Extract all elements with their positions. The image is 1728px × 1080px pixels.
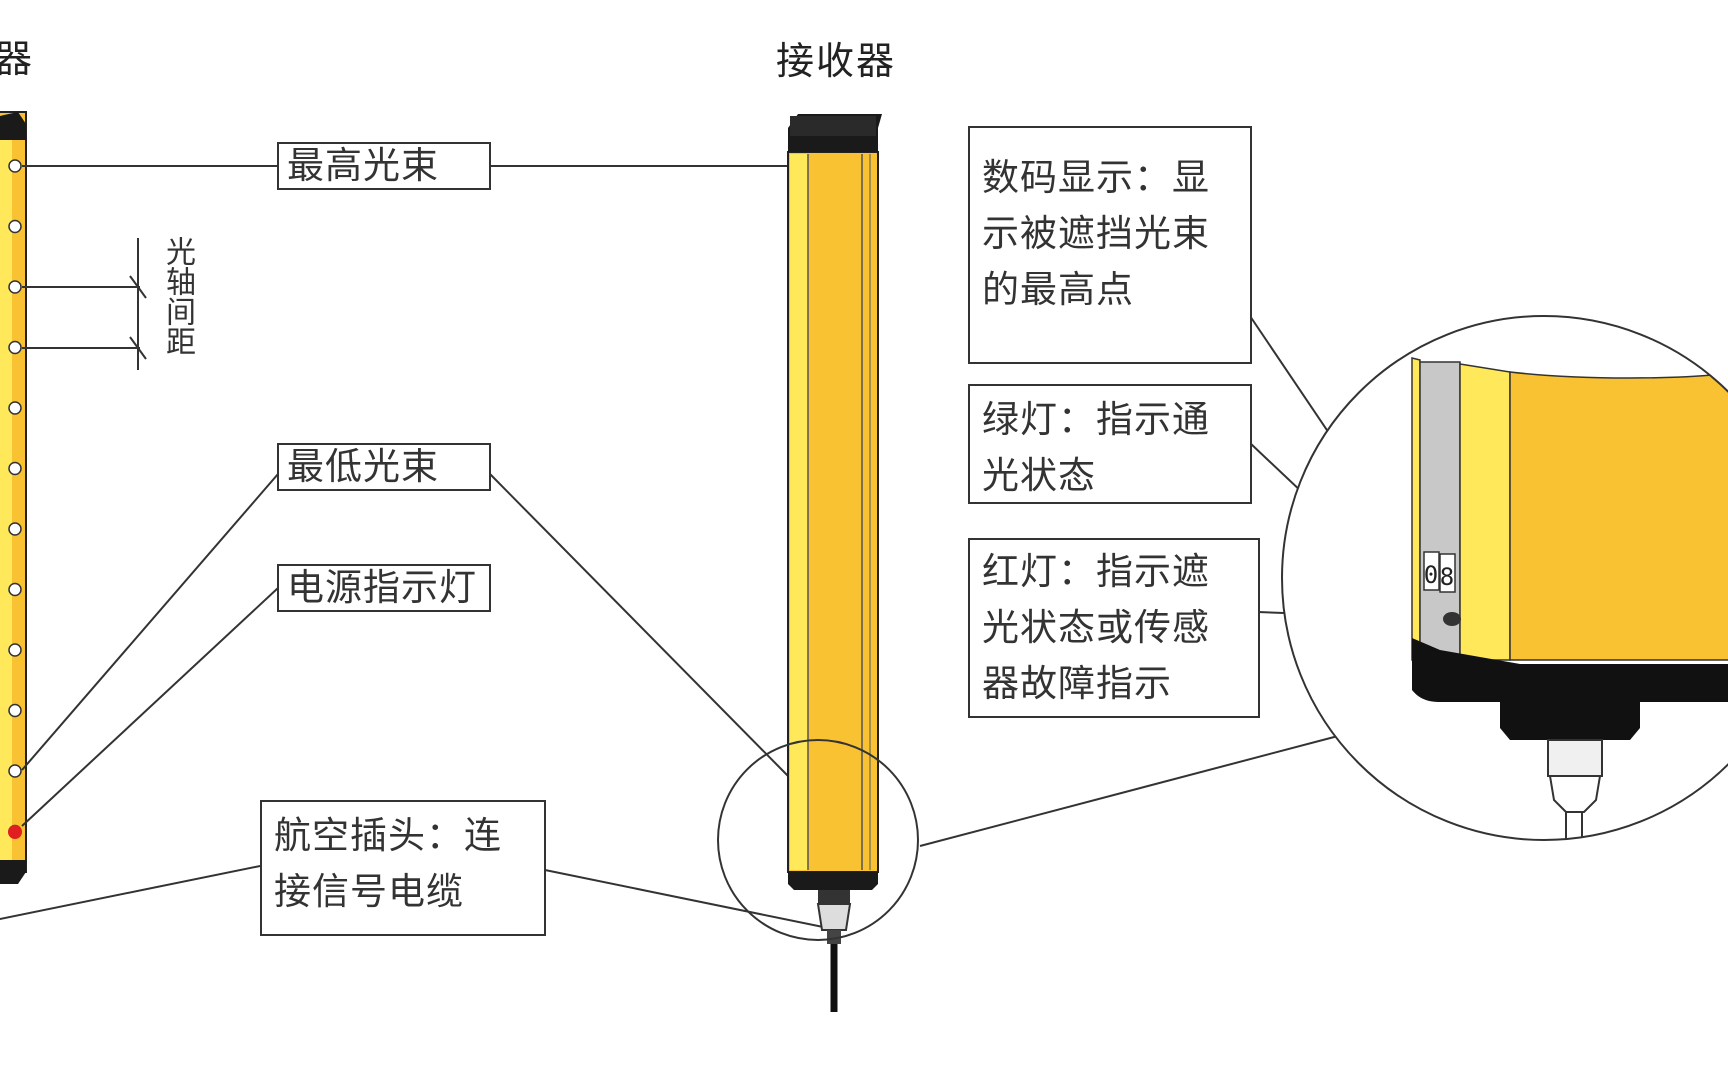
power-indicator-leader	[21, 587, 279, 827]
zoom-connector-line	[919, 735, 1339, 847]
connector-leader-right	[544, 869, 829, 929]
receiver-bottom-cap	[788, 872, 878, 890]
emitter-beam-hole	[8, 340, 22, 355]
display-digit-box-2	[1439, 553, 1456, 593]
emitter-title: 器	[0, 37, 35, 81]
power-indicator-label: 电源指示灯	[277, 564, 491, 612]
emitter-beam-hole	[8, 522, 22, 536]
top-beam-label: 最高光束	[277, 142, 491, 190]
receiver-zoom-circle	[717, 739, 919, 941]
emitter-beam-hole	[8, 461, 22, 476]
receiver-title: 接收器	[776, 39, 897, 83]
spacing-tick-1	[129, 275, 147, 299]
bottom-beam-label: 最低光束	[277, 443, 491, 491]
display-digit-2: 8	[1440, 563, 1454, 591]
emitter-beam-hole	[8, 643, 22, 657]
emitter-top-cap	[0, 112, 26, 140]
emitter-bar	[0, 111, 27, 884]
indicator-led	[1443, 612, 1461, 626]
power-indicator-led	[8, 825, 22, 839]
detail-bottom-cap	[1412, 638, 1728, 702]
spacing-tick-2	[129, 336, 147, 360]
magnified-detail: 0 8	[1282, 316, 1728, 840]
display-digit-box-1	[1423, 551, 1440, 591]
bottom-beam-leader-left	[21, 473, 279, 771]
emitter-beam-hole	[8, 280, 22, 294]
connector-label: 航空插头：连 接信号电缆	[260, 800, 546, 936]
beam-spacing-label: 光轴间距	[160, 236, 195, 356]
emitter-beam-hole	[8, 764, 22, 778]
bottom-beam-leader-right	[489, 473, 791, 779]
emitter-beam-holes	[8, 159, 22, 839]
connector-leader-left	[0, 865, 261, 921]
green-light-callout: 绿灯：指示通 光状态	[968, 384, 1252, 504]
receiver-bar	[787, 114, 882, 1012]
emitter-beam-hole	[8, 401, 22, 415]
display-digit-1: 0	[1424, 561, 1438, 589]
emitter-beam-hole	[8, 582, 22, 597]
receiver-connector-plug	[816, 903, 852, 931]
emitter-beam-hole	[8, 703, 22, 718]
emitter-beam-hole	[8, 159, 22, 173]
emitter-bottom-cap	[0, 860, 26, 884]
detail-zoom-circle	[1281, 315, 1728, 841]
emitter-beam-hole	[8, 219, 22, 234]
digital-display-callout: 数码显示：显 示被遮挡光束 的最高点	[968, 126, 1252, 364]
red-light-callout: 红灯：指示遮 光状态或传感 器故障指示	[968, 538, 1260, 718]
